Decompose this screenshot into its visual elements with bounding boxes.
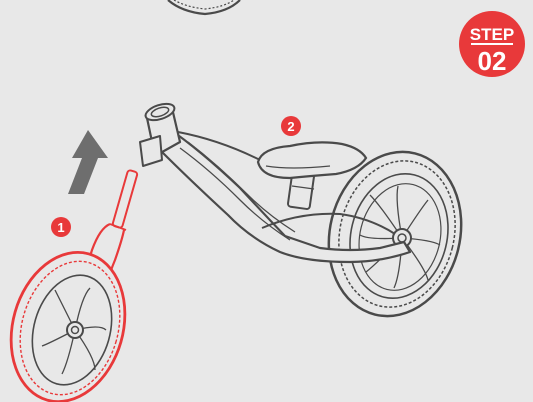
marker-1-label: 1 [57, 220, 64, 235]
step-badge: STEP 02 [459, 11, 525, 77]
marker-1: 1 [51, 217, 71, 237]
front-wheel [0, 239, 142, 402]
step-number: 02 [478, 46, 507, 76]
top-wheel-fragment [168, 0, 240, 14]
marker-2: 2 [281, 116, 301, 136]
marker-2-label: 2 [287, 119, 294, 134]
step-label: STEP [470, 25, 514, 44]
saddle [258, 142, 366, 178]
upward-direction-arrow [68, 130, 108, 194]
